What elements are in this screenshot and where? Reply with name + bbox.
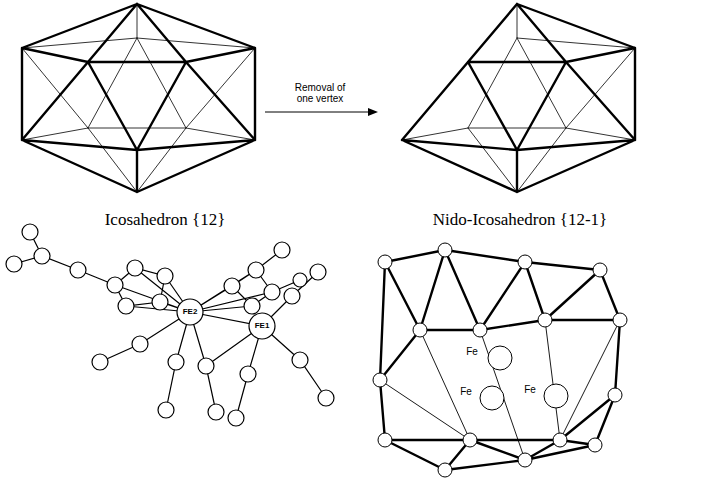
figure-caption: Icosahedron {12} (105, 210, 226, 230)
atom-label: Fe (459, 386, 473, 398)
molecule-drawing (6, 224, 334, 426)
cluster-drawing (373, 243, 627, 477)
transform-arrow (265, 108, 378, 116)
arrow-label: Removal of one vertex (289, 82, 351, 105)
nido-icosahedron-drawing (402, 4, 635, 192)
figure-caption: Nido-Icosahedron {12-1} (433, 210, 607, 230)
atom-label: Fe (523, 384, 537, 396)
atom-label: FE2 (183, 307, 198, 316)
icosahedron-drawing (22, 4, 255, 192)
atom-label: FE1 (255, 321, 270, 330)
atom-label: Fe (465, 346, 479, 358)
